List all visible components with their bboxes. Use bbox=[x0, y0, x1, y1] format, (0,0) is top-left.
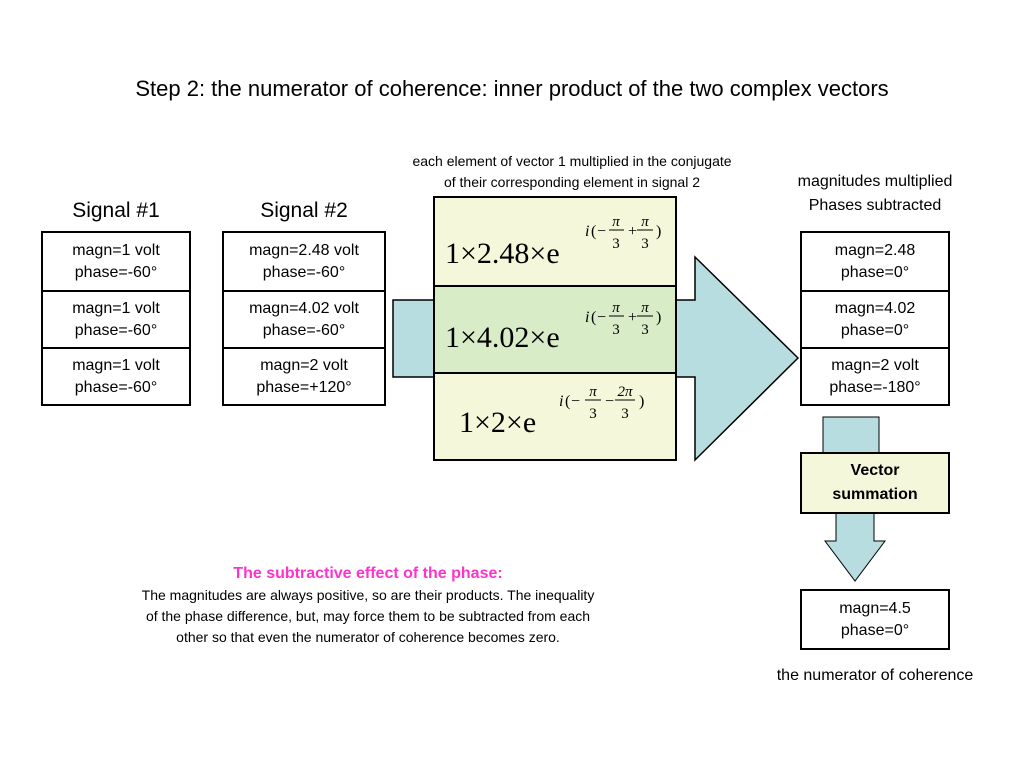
subtractive-note-line: other so that even the numerator of cohe… bbox=[176, 629, 560, 645]
phase-text: phase=0° bbox=[840, 263, 910, 281]
vector-summation-box: Vector summation bbox=[800, 452, 950, 514]
fraction-numerator: π bbox=[641, 300, 649, 316]
phase-text: phase=-60° bbox=[262, 321, 346, 339]
vector-summation-label: Vector bbox=[850, 462, 900, 479]
table-row: magn=2 volt phase=+120° bbox=[224, 347, 384, 404]
phase-text: phase=0° bbox=[840, 321, 910, 339]
products-note-line: Phases subtracted bbox=[808, 197, 942, 214]
magnitude-text: magn=2.48 volt bbox=[249, 241, 359, 259]
products-note: magnitudes multiplied Phases subtracted bbox=[765, 170, 985, 218]
table-row: magn=2 volt phase=-180° bbox=[802, 347, 948, 404]
products-note-line: magnitudes multiplied bbox=[797, 173, 953, 190]
exponent-operator: + bbox=[628, 223, 637, 240]
magnitude-text: magn=4.02 volt bbox=[249, 299, 359, 317]
fraction-numerator: π bbox=[612, 214, 620, 230]
signal1-heading: Signal #1 bbox=[72, 199, 160, 222]
table-row: magn=1 volt phase=-60° bbox=[43, 233, 189, 290]
svg-text:): ) bbox=[639, 393, 644, 410]
svg-text:): ) bbox=[656, 223, 661, 240]
equation-formula: 1×2×e i ( − π 3 − 2π 3 ) bbox=[459, 384, 644, 439]
arrow-down-icon bbox=[822, 416, 880, 454]
table-row: magn=1 volt phase=-60° bbox=[43, 347, 189, 404]
phase-text: phase=-60° bbox=[74, 378, 158, 396]
magnitude-text: magn=2.48 bbox=[834, 241, 916, 259]
fraction-numerator: π bbox=[612, 300, 620, 316]
fraction-denominator: 3 bbox=[641, 236, 649, 252]
magnitude-text: magn=4.02 bbox=[834, 299, 916, 317]
magnitude-text: magn=2 volt bbox=[831, 356, 919, 374]
fraction-denominator: 3 bbox=[641, 322, 649, 338]
magnitude-text: magn=2 volt bbox=[260, 356, 348, 374]
products-table: magn=2.48 phase=0° magn=4.02 phase=0° ma… bbox=[800, 231, 950, 406]
equation-base: 1×2×e bbox=[459, 406, 536, 439]
fraction-denominator: 3 bbox=[612, 322, 620, 338]
svg-text:(: ( bbox=[591, 309, 596, 326]
result-box: magn=4.5 phase=0° bbox=[800, 589, 950, 650]
phase-text: phase=-60° bbox=[262, 263, 346, 281]
subtractive-note: The subtractive effect of the phase: The… bbox=[60, 563, 676, 648]
magnitude-text: magn=4.5 bbox=[839, 599, 911, 617]
equation-row: 1×2×e i ( − π 3 − 2π 3 ) bbox=[435, 372, 675, 459]
exponent-operator: + bbox=[628, 309, 637, 326]
fraction-numerator: 2π bbox=[617, 384, 633, 400]
exponent-operator: − bbox=[605, 393, 614, 410]
signal2-heading: Signal #2 bbox=[260, 199, 348, 222]
fraction-denominator: 3 bbox=[612, 236, 620, 252]
equation-row: 1×4.02×e i ( − π 3 + π 3 ) bbox=[435, 285, 675, 372]
phase-text: phase=+120° bbox=[256, 378, 352, 396]
exponent-i: i bbox=[559, 393, 563, 410]
table-row: magn=2.48 volt phase=-60° bbox=[224, 233, 384, 290]
phase-text: phase=-60° bbox=[74, 321, 158, 339]
signal2-table: magn=2.48 volt phase=-60° magn=4.02 volt… bbox=[222, 231, 386, 406]
magnitude-text: magn=1 volt bbox=[72, 241, 160, 259]
signal1-table: magn=1 volt phase=-60° magn=1 volt phase… bbox=[41, 231, 191, 406]
fraction-numerator: π bbox=[589, 384, 597, 400]
svg-text:): ) bbox=[656, 309, 661, 326]
equation-formula: 1×4.02×e i ( − π 3 + π 3 ) bbox=[445, 300, 661, 354]
conjugate-note-line: of their corresponding element in signal… bbox=[443, 174, 701, 190]
equation-box: 1×2.48×e i ( − π 3 + π 3 ) 1×4.02×e i ( … bbox=[433, 196, 677, 461]
exponent-i: i bbox=[585, 223, 589, 240]
fraction-denominator: 3 bbox=[621, 406, 629, 422]
subtractive-note-line: The magnitudes are always positive, so a… bbox=[141, 587, 595, 603]
svg-text:(: ( bbox=[565, 393, 570, 410]
equation-base: 1×2.48×e bbox=[445, 237, 560, 270]
result-caption: the numerator of coherence bbox=[776, 667, 974, 684]
svg-text:(: ( bbox=[591, 223, 596, 240]
table-row: magn=1 volt phase=-60° bbox=[43, 290, 189, 347]
fraction-denominator: 3 bbox=[589, 406, 597, 422]
equation-formula: 1×2.48×e i ( − π 3 + π 3 ) bbox=[445, 214, 661, 270]
exponent-i: i bbox=[585, 309, 589, 326]
vector-summation-label: summation bbox=[832, 486, 918, 503]
exponent-operator: − bbox=[597, 223, 606, 240]
exponent-operator: − bbox=[571, 393, 580, 410]
subtractive-note-heading: The subtractive effect of the phase: bbox=[233, 565, 503, 582]
equation-base: 1×4.02×e bbox=[445, 321, 560, 354]
fraction-numerator: π bbox=[641, 214, 649, 230]
table-row: magn=4.02 phase=0° bbox=[802, 290, 948, 347]
conjugate-note: each element of vector 1 multiplied in t… bbox=[370, 151, 774, 193]
equation-row: 1×2.48×e i ( − π 3 + π 3 ) bbox=[435, 198, 675, 285]
phase-text: phase=0° bbox=[840, 621, 910, 639]
phase-text: phase=-60° bbox=[74, 263, 158, 281]
conjugate-note-line: each element of vector 1 multiplied in t… bbox=[412, 153, 732, 169]
exponent-operator: − bbox=[597, 309, 606, 326]
magnitude-text: magn=1 volt bbox=[72, 299, 160, 317]
table-row: magn=2.48 phase=0° bbox=[802, 233, 948, 290]
result-row: magn=4.5 phase=0° bbox=[802, 591, 948, 648]
phase-text: phase=-180° bbox=[829, 378, 921, 396]
arrow-down-icon bbox=[824, 509, 886, 582]
subtractive-note-line: of the phase difference, but, may force … bbox=[145, 608, 591, 624]
page-title: Step 2: the numerator of coherence: inne… bbox=[135, 76, 889, 101]
magnitude-text: magn=1 volt bbox=[72, 356, 160, 374]
table-row: magn=4.02 volt phase=-60° bbox=[224, 290, 384, 347]
